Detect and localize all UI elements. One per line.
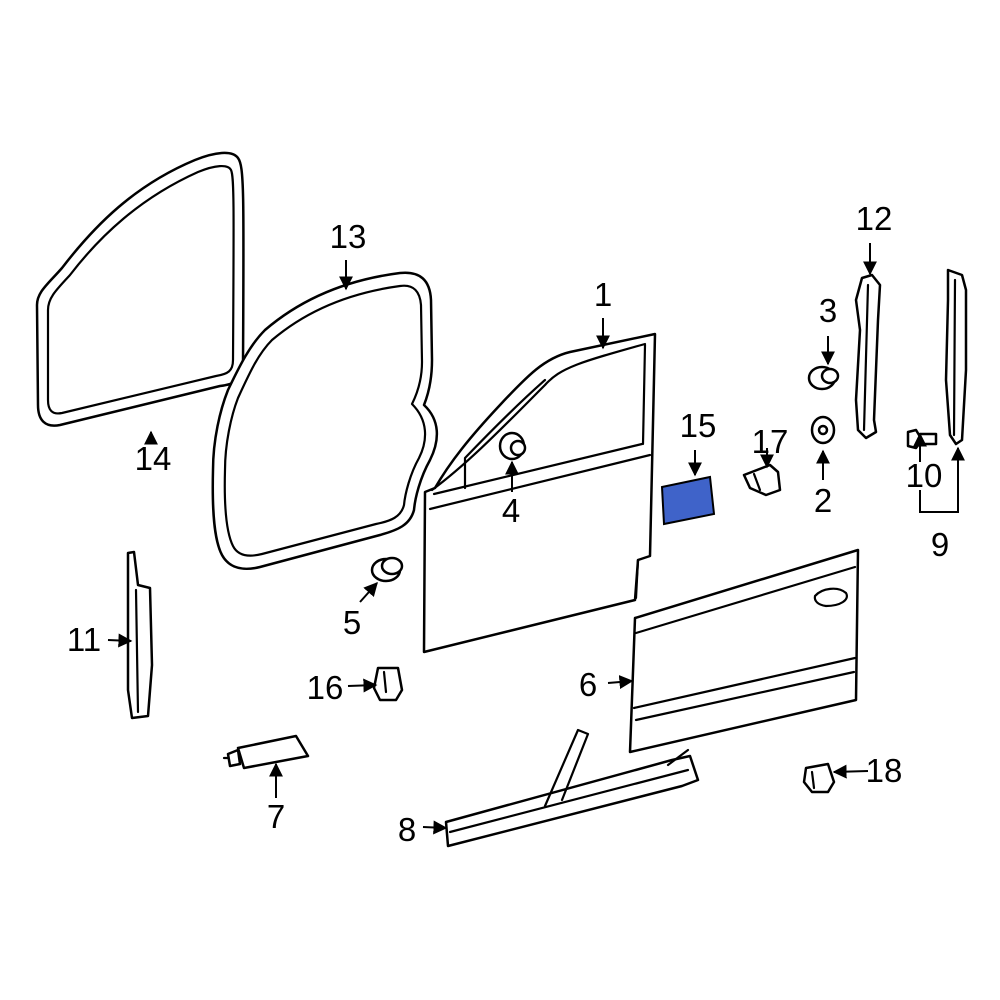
part-3-bumper[interactable] [807, 365, 840, 391]
callout-12: 12 [856, 200, 893, 237]
callout-13: 13 [330, 218, 367, 255]
part-18-clip[interactable] [802, 762, 836, 794]
part-7-adhesive-tube[interactable] [222, 734, 310, 770]
part-12-strip[interactable] [854, 273, 882, 440]
callout-labels: 1 2 3 4 5 6 7 8 9 10 11 12 13 14 15 16 1… [67, 200, 949, 848]
callout-3: 3 [819, 292, 837, 329]
callout-6: 6 [579, 666, 597, 703]
part-5-grommet[interactable] [370, 556, 404, 583]
callout-18: 18 [866, 752, 903, 789]
part-6-outer-panel[interactable] [628, 548, 860, 754]
callout-9: 9 [931, 526, 949, 563]
part-15-pad[interactable] [660, 475, 716, 526]
callout-17: 17 [752, 423, 789, 460]
callout-15: 15 [680, 407, 717, 444]
part-16-clip[interactable] [372, 666, 404, 702]
part-8-sill-molding[interactable] [444, 728, 700, 848]
part-2-washer[interactable] [810, 415, 836, 445]
part-13-door-weatherstrip[interactable] [211, 271, 439, 571]
part-10-bolt[interactable] [906, 428, 938, 450]
callout-11: 11 [67, 621, 101, 658]
part-11-pillar-strip[interactable] [126, 550, 154, 720]
leader-arrows [107, 243, 965, 835]
callout-2: 2 [814, 482, 832, 519]
part-14-weatherstrip-outer[interactable] [35, 151, 245, 427]
part-9-strip[interactable] [944, 268, 968, 446]
part-1-door-shell[interactable] [422, 332, 657, 654]
callout-5: 5 [343, 604, 361, 641]
callout-14: 14 [135, 440, 172, 477]
callout-1: 1 [594, 276, 612, 313]
callout-4: 4 [502, 492, 520, 529]
callout-7: 7 [267, 798, 285, 835]
part-17-bracket[interactable] [742, 463, 782, 497]
callout-16: 16 [307, 669, 344, 706]
callout-10: 10 [906, 457, 943, 494]
part-4-hinge-pin[interactable] [498, 431, 527, 461]
callout-8: 8 [398, 811, 416, 848]
